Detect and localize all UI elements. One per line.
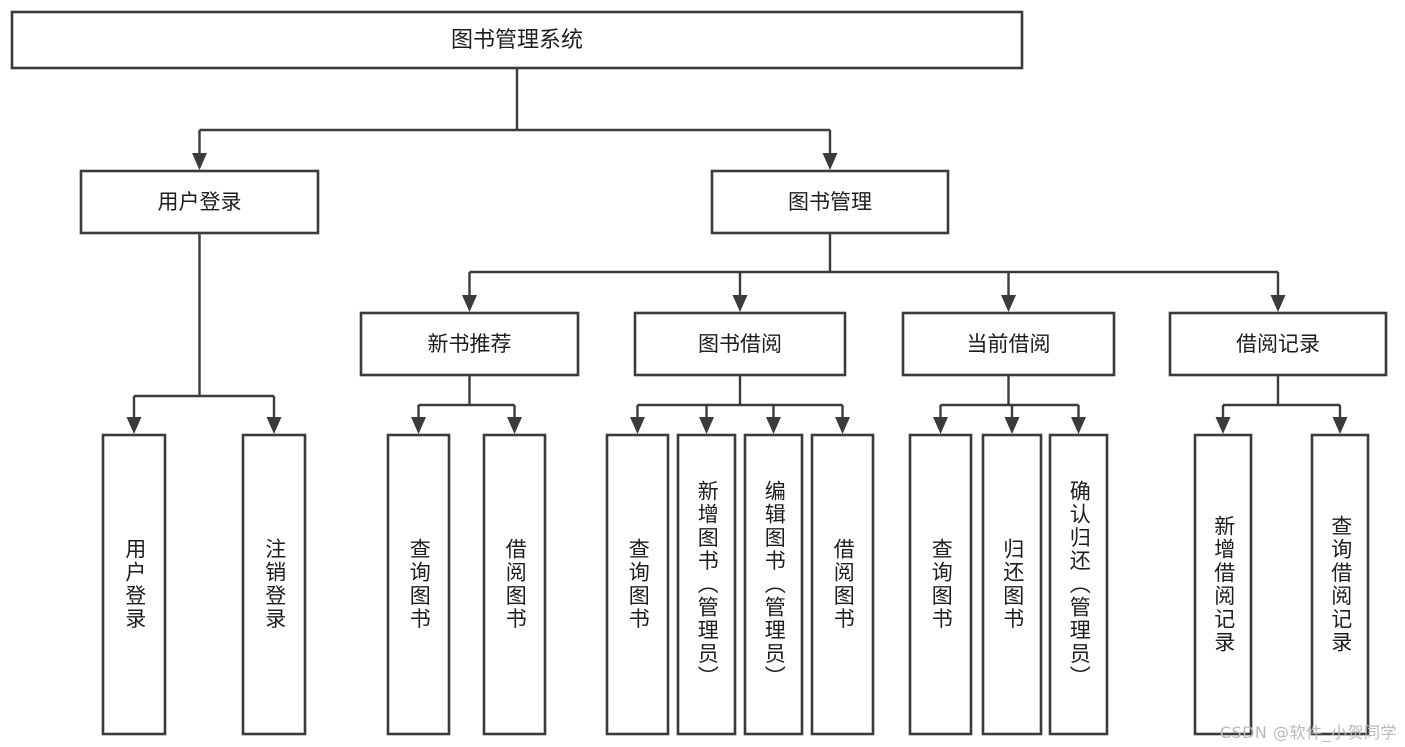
node-book-manage[interactable] [710,169,950,235]
node-leaf-logout-login[interactable] [241,433,307,736]
edge-borrow-to-leaves-arrow-2 [766,417,781,434]
node-box-book-manage [710,169,950,235]
edge-record-to-leaves [1215,375,1348,434]
node-label-book-borrow: 图书借阅 [698,332,782,356]
node-box-leaf-return-book [981,433,1043,736]
edge-record-to-leaves-arrow-0 [1215,417,1231,434]
edge-userlogin-to-leaves-arrow-1 [266,417,282,434]
node-leaf-query-book-borrow[interactable] [605,433,670,736]
edge-borrow-to-leaves-arrow-3 [835,417,850,434]
node-box-leaf-user-login [101,433,167,736]
node-box-layer [10,10,1388,736]
node-box-current-borrow [901,311,1116,377]
edge-bookmanage-to-level3-arrow-2 [1001,295,1016,312]
connector-layer [126,68,1348,434]
edge-record-to-leaves-arrow-1 [1332,417,1348,434]
node-label-new-book-recommend: 新书推荐 [428,332,512,356]
node-root[interactable] [10,10,1024,70]
node-box-leaf-confirm-return-admin [1048,433,1109,736]
node-label-borrow-record: 借阅记录 [1236,332,1320,356]
node-current-borrow[interactable] [901,311,1116,377]
node-box-borrow-record [1168,311,1388,377]
node-leaf-query-book-current[interactable] [908,433,973,736]
edge-bookmanage-to-level3 [462,233,1286,312]
edge-root-to-level2-arrow-0 [192,153,207,170]
node-leaf-user-login[interactable] [101,433,167,736]
node-box-leaf-add-book-admin [676,433,737,736]
edge-current-to-leaves-arrow-1 [1004,417,1020,434]
node-leaf-add-borrow-record[interactable] [1193,433,1253,736]
edge-current-to-leaves [933,375,1086,434]
edge-root-to-level2-arrow-1 [822,153,838,170]
node-box-leaf-add-borrow-record [1193,433,1253,736]
node-label-book-manage: 图书管理 [788,190,872,214]
node-box-new-book-recommend [359,311,580,377]
edge-borrow-to-leaves-arrow-0 [630,417,645,434]
node-leaf-add-book-admin[interactable] [676,433,737,736]
edge-userlogin-to-leaves [126,233,282,434]
node-box-root [10,10,1024,70]
node-leaf-return-book[interactable] [981,433,1043,736]
node-box-user-login [79,169,320,235]
edge-borrow-to-leaves-arrow-1 [699,417,714,434]
node-box-leaf-query-book-current [908,433,973,736]
node-box-leaf-edit-book-admin [743,433,804,736]
node-leaf-query-book-recommend[interactable] [386,433,451,736]
node-book-borrow[interactable] [633,311,847,377]
edge-bookmanage-to-level3-arrow-1 [732,295,748,312]
node-box-leaf-query-book-recommend [386,433,451,736]
node-box-leaf-logout-login [241,433,307,736]
node-box-leaf-query-borrow-record [1310,433,1370,736]
node-borrow-record[interactable] [1168,311,1388,377]
node-leaf-borrow-book[interactable] [810,433,875,736]
node-box-leaf-borrow-book-recommend [482,433,547,736]
node-label-root: 图书管理系统 [451,28,583,53]
node-leaf-borrow-book-recommend[interactable] [482,433,547,736]
edge-recommend-to-leaves-arrow-0 [411,417,426,434]
edge-recommend-to-leaves-arrow-1 [507,417,522,434]
edge-current-to-leaves-arrow-0 [933,417,948,434]
edge-bookmanage-to-level3-arrow-0 [462,295,477,312]
node-label-current-borrow: 当前借阅 [967,332,1051,356]
node-box-leaf-query-book-borrow [605,433,670,736]
node-user-login[interactable] [79,169,320,235]
edge-current-to-leaves-arrow-2 [1071,417,1086,434]
edge-bookmanage-to-level3-arrow-3 [1270,295,1286,312]
node-new-book-recommend[interactable] [359,311,580,377]
edge-borrow-to-leaves [630,375,850,434]
edge-root-to-level2 [192,68,838,170]
node-leaf-confirm-return-admin[interactable] [1048,433,1109,736]
node-leaf-query-borrow-record[interactable] [1310,433,1370,736]
csdn-watermark: CSDN @软件_小贺同学 [1219,723,1397,742]
node-box-book-borrow [633,311,847,377]
node-label-user-login: 用户登录 [158,190,242,214]
edge-userlogin-to-leaves-arrow-0 [126,417,142,434]
node-box-leaf-borrow-book [810,433,875,736]
node-leaf-edit-book-admin[interactable] [743,433,804,736]
edge-recommend-to-leaves [411,375,522,434]
